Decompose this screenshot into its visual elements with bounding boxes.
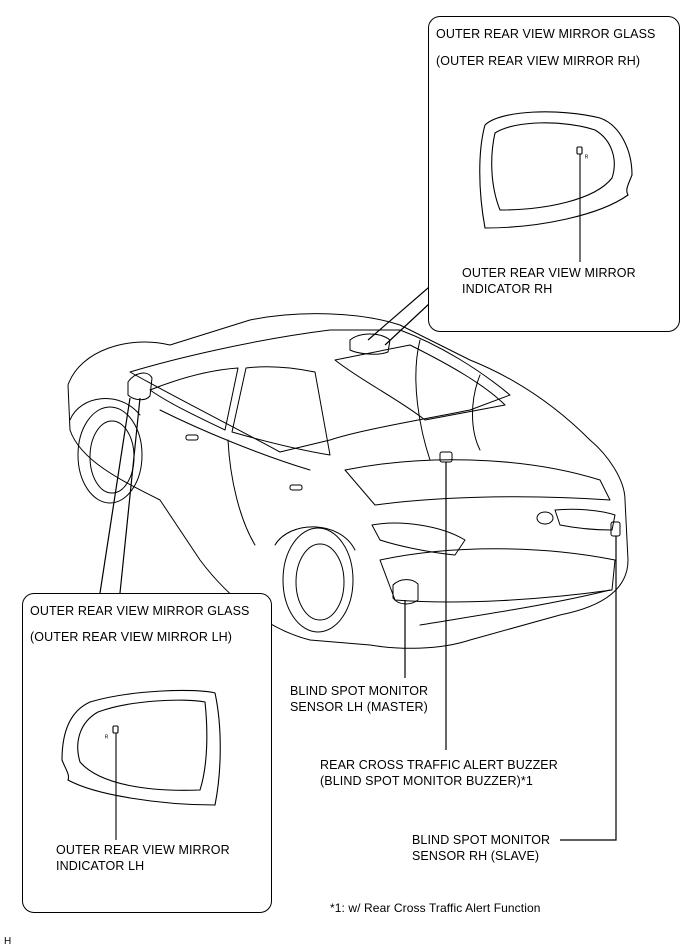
rh-glass-title-1: OUTER REAR VIEW MIRROR GLASS (436, 27, 656, 41)
rear-lower-line (419, 589, 611, 626)
lh-box-leader (99, 397, 141, 594)
left-mirror-on-car (127, 372, 153, 401)
tail-light-left (371, 522, 466, 556)
corner-mark: H (4, 936, 12, 947)
footnote: *1: w/ Rear Cross Traffic Alert Function (330, 901, 541, 915)
rh-mirror-callout-box (428, 16, 680, 332)
bsm-rh-label-2: SENSOR RH (SLAVE) (412, 849, 540, 863)
rear-wheel (282, 527, 354, 633)
buzzer-label-2: (BLIND SPOT MONITOR BUZZER)*1 (320, 774, 533, 788)
front-door-window (149, 367, 239, 431)
front-wheel (77, 406, 143, 504)
lh-glass-title-1: OUTER REAR VIEW MIRROR GLASS (30, 604, 250, 618)
svg-text:ᴿ: ᴿ (105, 735, 109, 742)
rear-window (334, 344, 506, 421)
door-seam (227, 439, 256, 546)
trunk-lid (344, 459, 611, 506)
svg-text:ᴿ: ᴿ (585, 155, 589, 162)
car-roof (129, 329, 511, 453)
bsm-lh-label-1: BLIND SPOT MONITOR (290, 684, 429, 698)
rear-emblem (536, 511, 554, 525)
lh-glass-title-2: (OUTER REAR VIEW MIRROR LH) (30, 630, 233, 644)
lh-indicator-label-2: INDICATOR LH (56, 859, 145, 873)
buzzer-label-1: REAR CROSS TRAFFIC ALERT BUZZER (320, 758, 558, 772)
car-body-outline (67, 313, 629, 649)
right-mirror-on-car (349, 333, 391, 355)
lh-mirror-callout-box (22, 593, 272, 913)
rh-indicator-label-1: OUTER REAR VIEW MIRROR (462, 266, 636, 280)
rh-glass-title-2: (OUTER REAR VIEW MIRROR RH) (436, 54, 641, 68)
bsm-sensor-lh-part (392, 579, 419, 605)
rear-bumper (379, 548, 616, 603)
rh-indicator-label-2: INDICATOR RH (462, 282, 553, 296)
tail-light-right (554, 508, 616, 531)
rear-door-window (231, 366, 331, 456)
bsm-rh-leader (560, 536, 617, 841)
bsm-rh-label-1: BLIND SPOT MONITOR (412, 833, 551, 847)
lh-indicator-label-1: OUTER REAR VIEW MIRROR (56, 843, 230, 857)
bsm-lh-label-2: SENSOR LH (MASTER) (290, 700, 428, 714)
